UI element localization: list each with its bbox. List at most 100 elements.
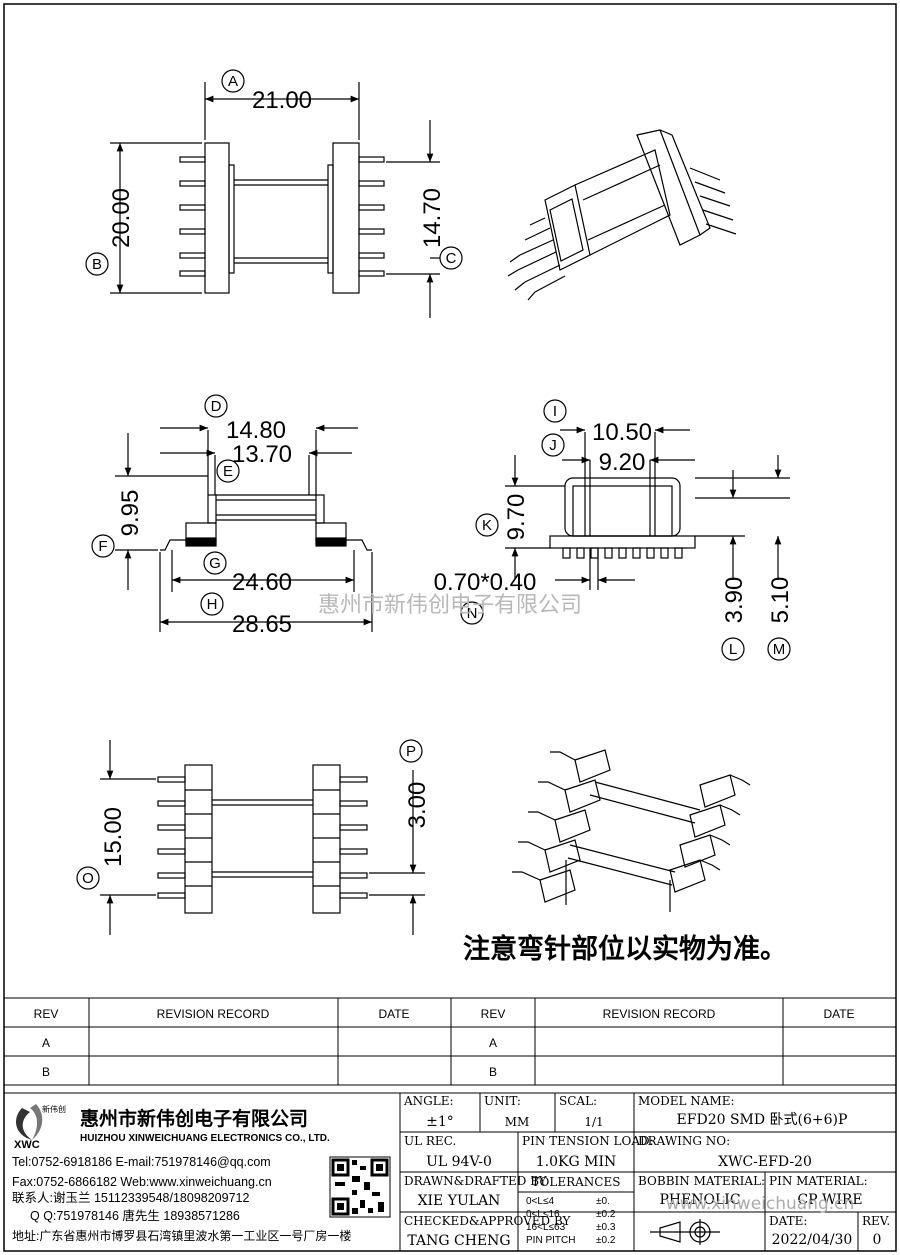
unit-label: UNIT: xyxy=(484,1094,521,1108)
model-value: EFD20 SMD 卧式(6+6)P xyxy=(677,1112,848,1128)
top-view xyxy=(110,82,440,318)
projection-symbol-icon xyxy=(650,1219,720,1245)
dim-L-value: 3.90 xyxy=(721,577,748,624)
drawing-no-label: DRAWING NO: xyxy=(638,1134,730,1148)
qr-code-icon xyxy=(329,1156,391,1218)
rev-row-b-right: B xyxy=(489,1065,497,1079)
pin-tension-label: PIN TENSION LOAD: xyxy=(522,1134,654,1148)
ref-label-c: C xyxy=(439,246,463,270)
title-block-grid xyxy=(3,1092,897,1252)
ref-label-text: N xyxy=(467,605,478,622)
revision-record-header-1: REVISION RECORD xyxy=(157,1007,270,1021)
drawn-value: XIE YULAN xyxy=(418,1193,501,1209)
dim-H-value: 28.65 xyxy=(232,611,292,638)
tol-row-4: PIN PITCH xyxy=(526,1235,575,1246)
rev-header-1: REV xyxy=(34,1007,59,1021)
ul-label: UL REC. xyxy=(404,1134,456,1148)
ref-label-text: K xyxy=(482,517,492,534)
tol-row-2: 0<L≤16 xyxy=(526,1209,560,1220)
dim-K-value: 9.70 xyxy=(503,494,530,541)
company-name-en: HUIZHOU XINWEICHUANG ELECTRONICS CO., LT… xyxy=(80,1133,330,1144)
ref-label-text: J xyxy=(549,437,557,454)
watermark-text: 惠州市新伟创电子有限公司 xyxy=(318,593,582,618)
ref-label-h: H xyxy=(200,592,224,616)
bobbin-value: PHENOLIC xyxy=(659,1192,740,1208)
ref-label-text: P xyxy=(406,743,416,760)
rev-row-b-left: B xyxy=(42,1065,50,1079)
ref-label-j: J xyxy=(541,433,565,457)
scale-label: SCAL: xyxy=(559,1094,597,1108)
title-block-text: ANGLE: ±1° UNIT: MM SCAL: 1/1 MODEL NAME… xyxy=(403,1094,890,1249)
logo-small-text: 新伟创 xyxy=(42,1104,66,1114)
ref-label-text: A xyxy=(228,73,238,90)
dim-I-value: 10.50 xyxy=(592,419,652,446)
ul-value: UL 94V-0 xyxy=(426,1154,492,1170)
ref-label-text: E xyxy=(223,463,233,480)
company-address: 地址:广东省惠州市博罗县石湾镇里波水第一工业区一号厂房一楼 xyxy=(12,1228,351,1243)
ref-label-text: M xyxy=(773,641,786,658)
date-header-1: DATE xyxy=(378,1007,409,1021)
tol-val-4: ±0.2 xyxy=(596,1235,616,1246)
dim-B-value: 20.00 xyxy=(108,188,135,248)
tol-val-1: ±0. xyxy=(596,1196,610,1207)
angle-label: ANGLE: xyxy=(403,1094,454,1108)
tol-row-3: 16<L≤63 xyxy=(526,1222,566,1233)
model-label: MODEL NAME: xyxy=(638,1094,735,1108)
drawing-no-value: XWC-EFD-20 xyxy=(718,1154,812,1170)
ref-label-e: E xyxy=(216,459,240,483)
angle-value: ±1° xyxy=(426,1114,454,1130)
date-label: DATE: xyxy=(769,1214,807,1228)
watermark-url: www.xinweichuang.cn xyxy=(666,1194,855,1214)
ref-label-a: A xyxy=(221,69,245,93)
ref-label-text: F xyxy=(98,538,107,555)
side-view xyxy=(505,426,790,590)
dim-D-value: 14.80 xyxy=(226,417,286,444)
dim-P-value: 3.00 xyxy=(404,782,431,829)
company-logo: XWC 新伟创 xyxy=(14,1104,66,1151)
revision-table xyxy=(3,997,897,1086)
tol-val-3: ±0.3 xyxy=(596,1222,616,1233)
tolerances-label: TOLERANCES xyxy=(532,1175,621,1189)
revision-table-text: REV REVISION RECORD DATE REV REVISION RE… xyxy=(34,1007,855,1079)
company-contacts: Tel:0752-6918186 E-mail:751978146@qq.com… xyxy=(12,1155,351,1243)
dim-E-value: 13.70 xyxy=(232,441,292,468)
ref-label-text: D xyxy=(211,398,222,415)
ref-label-p: P xyxy=(399,739,423,763)
dim-G-value: 24.60 xyxy=(232,569,292,596)
company-tel: Tel:0752-6918186 E-mail:751978146@qq.com xyxy=(12,1155,271,1169)
ref-label-g: G xyxy=(203,551,227,575)
ref-label-text: H xyxy=(207,596,218,613)
rev-label: REV. xyxy=(862,1214,890,1228)
ref-label-m: M xyxy=(767,637,791,661)
pin-material-value: CP WIRE xyxy=(797,1192,862,1208)
dim-J-value: 9.20 xyxy=(599,449,646,476)
ref-label-f: F xyxy=(91,534,115,558)
company-contact: 联系人:谢玉兰 15112339548/18098209712 xyxy=(12,1190,249,1205)
bottom-view xyxy=(100,740,425,935)
pin-tension-value: 1.0KG MIN xyxy=(536,1154,616,1170)
tol-row-1: 0<L≤4 xyxy=(526,1196,554,1207)
ref-label-text: G xyxy=(209,555,221,572)
date-value: 2022/04/30 xyxy=(772,1232,853,1248)
unit-value: MM xyxy=(505,1115,530,1129)
ref-label-l: L xyxy=(721,637,745,661)
ref-label-text: C xyxy=(446,250,457,267)
front-view xyxy=(115,424,373,632)
company-fax: Fax:0752-6866182 Web:www.xinweichuang.cn xyxy=(12,1175,272,1189)
ref-label-d: D xyxy=(204,394,228,418)
rev-header-2: REV xyxy=(481,1007,506,1021)
ref-label-text: B xyxy=(92,256,102,273)
note-text: 注意弯针部位以实物为准。 xyxy=(463,933,787,965)
checked-value: TANG CHENG xyxy=(407,1233,510,1249)
ref-label-i: I xyxy=(543,399,567,423)
rev-row-a-right: A xyxy=(489,1036,497,1050)
ref-label-o: O xyxy=(76,866,100,890)
company-name-cn: 惠州市新伟创电子有限公司 xyxy=(80,1107,308,1130)
dim-A-value: 21.00 xyxy=(252,87,312,114)
ref-label-k: K xyxy=(475,513,499,537)
ref-label-text: O xyxy=(82,870,94,887)
iso-view-bottom xyxy=(512,749,751,912)
ref-label-n: N xyxy=(460,601,484,625)
scale-value: 1/1 xyxy=(584,1115,603,1129)
